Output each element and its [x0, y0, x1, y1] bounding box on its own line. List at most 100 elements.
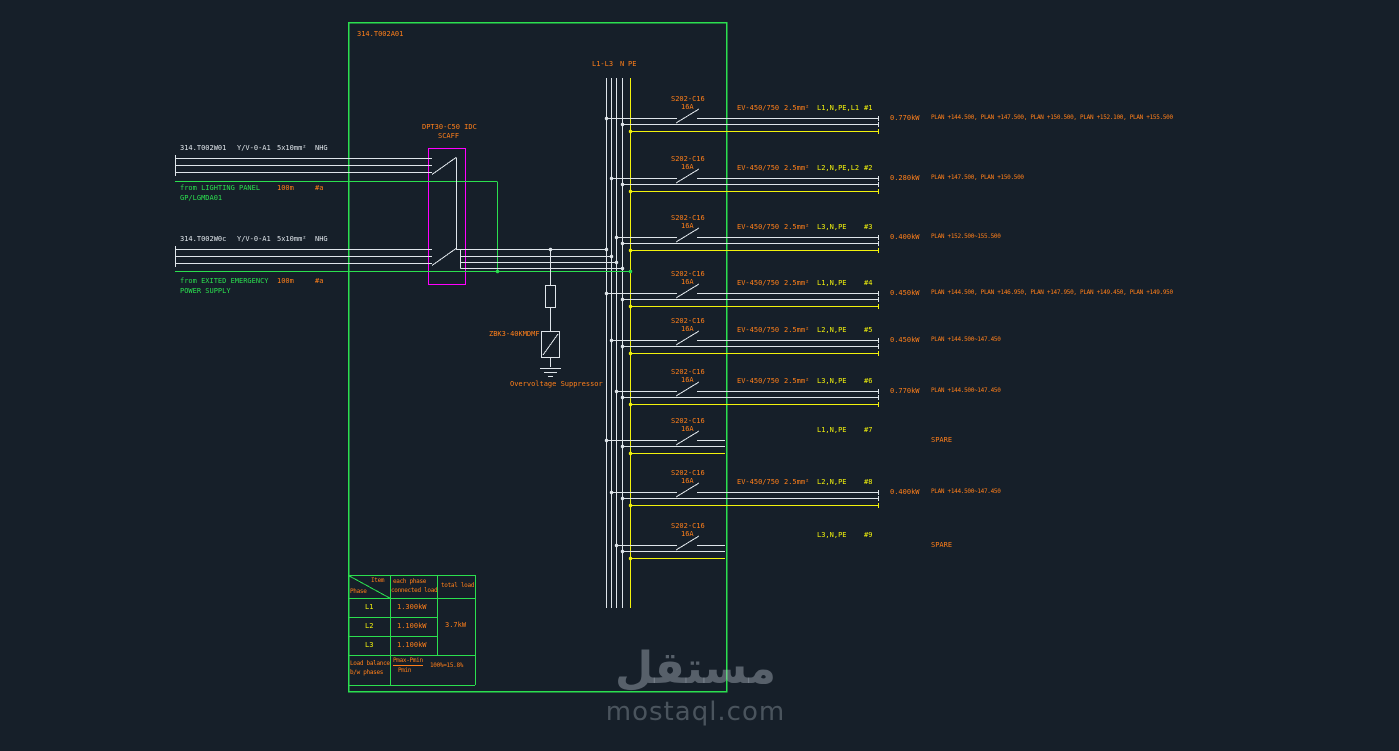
branch-1-breaker-model: S202-C16 — [671, 95, 705, 103]
branch-2-number: #2 — [864, 164, 873, 172]
bus-label-neutral: N — [620, 60, 625, 68]
bus-label-phases: L1-L3 — [592, 60, 614, 68]
branch-5-description: PLAN +144.500~147.450 — [931, 336, 1001, 343]
table-total-load: 3.7kW — [445, 621, 467, 629]
branch-8-csa: 2.5mm² — [784, 478, 810, 486]
branch-2-circuit: L2,N,PE,L2 — [817, 164, 860, 172]
branch-2-description: PLAN +147.500, PLAN +150.500 — [931, 174, 1024, 181]
branch-8-load: 0.400kW — [890, 488, 920, 496]
branch-1-load: 0.770kW — [890, 114, 920, 122]
branch-5-breaker-model: S202-C16 — [671, 317, 705, 325]
watermark-logo-text: مستقل — [615, 643, 776, 694]
table-row-l1-load: 1.300kW — [397, 603, 427, 611]
branch-9-number: #9 — [864, 531, 873, 539]
table-header-each-line1: each phase — [393, 578, 427, 585]
table-row-l2-phase: L2 — [365, 622, 374, 630]
branch-2-load: 0.280kW — [890, 174, 920, 182]
branch-6-description: PLAN +144.500~147.450 — [931, 387, 1001, 394]
feeder1-tag: 314.T002W01 — [180, 144, 227, 152]
feeder2-material: NHG — [315, 235, 328, 243]
branch-4-breaker-rating: 16A — [681, 278, 694, 286]
feeder1-length: 100m — [277, 184, 294, 192]
branch-3-cable: EV-450/750 — [737, 223, 780, 231]
feeder2-tag: 314.T002W0c — [180, 235, 227, 243]
branch-6-circuit: L3,N,PE — [817, 377, 847, 385]
branch-5-load: 0.450kW — [890, 336, 920, 344]
bus-label-pe: PE — [628, 60, 637, 68]
feeder2-source-line2: POWER SUPPLY — [180, 287, 231, 295]
branch-3-breaker-rating: 16A — [681, 222, 694, 230]
branch-2-cable: EV-450/750 — [737, 164, 780, 172]
branch-1-breaker-rating: 16A — [681, 103, 694, 111]
branch-8-description: PLAN +144.500~147.450 — [931, 488, 1001, 495]
branch-5-breaker-rating: 16A — [681, 325, 694, 333]
feeder1-type: Y/V-0-A1 — [237, 144, 271, 152]
feeder2-ref: #a — [315, 277, 324, 285]
table-header-each-line2: connected load — [391, 587, 438, 594]
branch-4-cable: EV-450/750 — [737, 279, 780, 287]
branch-1-csa: 2.5mm² — [784, 104, 810, 112]
branch-4-number: #4 — [864, 279, 873, 287]
table-row-l3-load: 1.100kW — [397, 641, 427, 649]
branch-3-circuit: L3,N,PE — [817, 223, 847, 231]
table-row-l3-phase: L3 — [365, 641, 374, 649]
branch-8-breaker-rating: 16A — [681, 477, 694, 485]
branch-6-load: 0.770kW — [890, 387, 920, 395]
table-header-total: total load — [441, 582, 475, 589]
branch-4-description: PLAN +144.500, PLAN +146.950, PLAN +147.… — [931, 289, 1173, 296]
branch-1-cable: EV-450/750 — [737, 104, 780, 112]
table-balance-line1: Load balance — [350, 660, 390, 667]
watermark: مستقل mostaql.com — [598, 643, 793, 728]
branch-3-number: #3 — [864, 223, 873, 231]
branch-3-load: 0.400kW — [890, 233, 920, 241]
table-row-l1-phase: L1 — [365, 603, 374, 611]
branch-7-breaker-model: S202-C16 — [671, 417, 705, 425]
branch-3-breaker-model: S202-C16 — [671, 214, 705, 222]
suppressor-model: ZBK3-40KMDMF — [489, 330, 540, 338]
branch-8-cable: EV-450/750 — [737, 478, 780, 486]
branch-9-breaker-model: S202-C16 — [671, 522, 705, 530]
branch-5-circuit: L2,N,PE — [817, 326, 847, 334]
feeder1-material: NHG — [315, 144, 328, 152]
branch-5-csa: 2.5mm² — [784, 326, 810, 334]
table-formula-numerator: Pmax-Pmin — [393, 657, 423, 666]
branch-9-description: SPARE — [931, 541, 953, 549]
branch-6-number: #6 — [864, 377, 873, 385]
table-balance-line2: b/w phases — [350, 669, 384, 676]
feeder1-source-line2: GP/LGMDA01 — [180, 194, 223, 202]
branch-1-circuit: L1,N,PE,L1 — [817, 104, 860, 112]
changeover-box — [428, 148, 466, 285]
branch-7-number: #7 — [864, 426, 873, 434]
panel-border — [347, 21, 728, 693]
watermark-domain: mostaql.com — [605, 697, 786, 728]
branch-9-circuit: L3,N,PE — [817, 531, 847, 539]
table-formula-result: 100%=15.8% — [430, 662, 464, 669]
suppressor-caption: Overvoltage Suppressor — [510, 380, 603, 388]
branch-3-csa: 2.5mm² — [784, 223, 810, 231]
branch-4-csa: 2.5mm² — [784, 279, 810, 287]
panel-title: 314.T002A01 — [357, 30, 404, 38]
table-corner-phase: Phase — [350, 588, 367, 595]
branch-5-number: #5 — [864, 326, 873, 334]
branch-3-description: PLAN +152.500~155.500 — [931, 233, 1001, 240]
branch-1-description: PLAN +144.500, PLAN +147.500, PLAN +150.… — [931, 114, 1173, 121]
feeder2-source-line1: from EXITED EMERGENCY — [180, 277, 269, 285]
feeder2-size: 5x10mm² — [277, 235, 307, 243]
feeder1-source-line1: from LIGHTING PANEL — [180, 184, 261, 192]
table-corner-item: Item — [371, 577, 385, 584]
branch-7-description: SPARE — [931, 436, 953, 444]
branch-6-breaker-model: S202-C16 — [671, 368, 705, 376]
feeder1-ref: #a — [315, 184, 324, 192]
branch-2-breaker-rating: 16A — [681, 163, 694, 171]
branch-7-breaker-rating: 16A — [681, 425, 694, 433]
changeover-model: DPT30-C50 IDC — [422, 123, 477, 131]
branch-8-breaker-model: S202-C16 — [671, 469, 705, 477]
branch-2-csa: 2.5mm² — [784, 164, 810, 172]
branch-1-number: #1 — [864, 104, 873, 112]
feeder1-size: 5x10mm² — [277, 144, 307, 152]
branch-5-cable: EV-450/750 — [737, 326, 780, 334]
branch-6-breaker-rating: 16A — [681, 376, 694, 384]
branch-2-breaker-model: S202-C16 — [671, 155, 705, 163]
